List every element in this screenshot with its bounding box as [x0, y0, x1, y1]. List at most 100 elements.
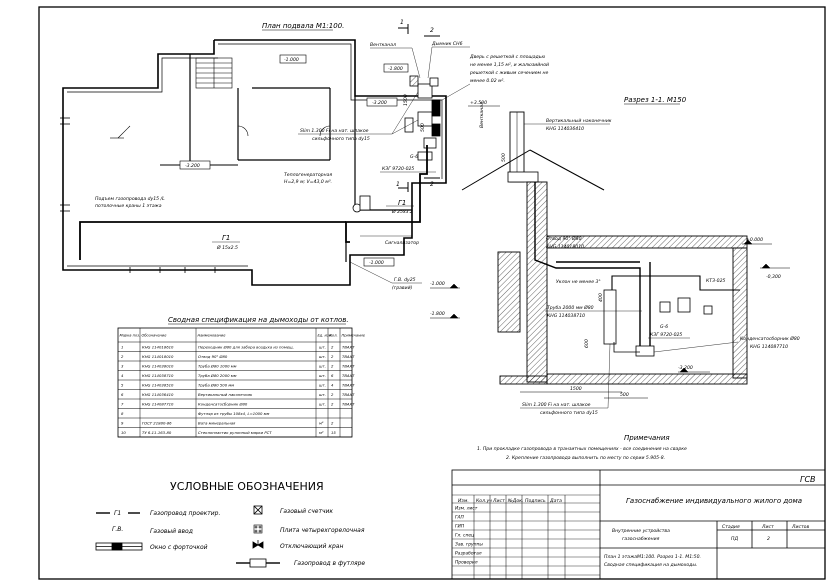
- spec-cell-1-5: ТВАХТ: [342, 354, 355, 359]
- titleblock-col-2: Лист: [492, 498, 505, 504]
- section-mark-3200: -3.200: [678, 365, 693, 371]
- plan-damper-label: Дымник СН6: [431, 41, 463, 47]
- spec-cell-3-1: КНG 114038710: [142, 373, 174, 378]
- spec-cell-9-1: ТУ 6-11-163-80: [142, 430, 172, 435]
- legend-window-text: Окно с форточкой: [150, 544, 208, 551]
- thermo-label-1: Теплогенераторная: [284, 172, 332, 178]
- spec-cell-1-0: 2: [121, 354, 124, 359]
- spec-cell-3-0: 4: [121, 373, 124, 378]
- legend-case-text: Газопровод в футляре: [294, 560, 365, 567]
- plan-mark-3200-b: -3.200: [185, 163, 200, 169]
- spec-cell-3-2: Труба Ø80 2000 мм: [198, 373, 237, 378]
- spec-cell-0-3: шт.: [319, 345, 326, 350]
- section-mark-0300: -0,300: [766, 274, 781, 280]
- sheet-frame: [38, 6, 826, 580]
- plan-mark-1000b: -1.000: [369, 260, 384, 266]
- spec-cell-2-2: Труба Ø80 1000 мм: [198, 364, 237, 369]
- spec-cell-1-3: шт.: [319, 354, 326, 359]
- section-title: Разрез 1-1. М150: [624, 96, 687, 104]
- titleblock-section-1: Внутренние устройства: [612, 528, 670, 534]
- spec-cell-8-4: 2: [331, 421, 334, 426]
- titleblock-role-1: ГАП: [455, 515, 464, 521]
- titleblock-sheet-header: Лист: [761, 524, 774, 530]
- spec-cell-2-0: 3: [121, 364, 124, 369]
- section-marker-2-bottom: 2: [430, 181, 434, 188]
- pipe2000-label-1: Труба 2000 мм Ø80: [547, 304, 594, 311]
- spec-cell-6-1: КНG 114087710: [142, 402, 174, 407]
- spec-cell-8-1: ГОСТ 21880-86: [142, 421, 172, 426]
- plan-dim-1500: 1500: [403, 94, 409, 106]
- title-block: ГСВ Газоснабжение индивидуального жилого…: [451, 469, 826, 580]
- spec-cell-2-5: ТВАХТ: [342, 364, 355, 369]
- g1-upper-label: Г1: [398, 199, 406, 207]
- plan-valve-label: G-6: [410, 154, 418, 160]
- spec-cell-8-2: Вата минеральная: [198, 421, 236, 426]
- spec-cell-3-5: ТВАХТ: [342, 373, 355, 378]
- spec-header-2: Наименование: [198, 334, 227, 338]
- plan-mark-1800: -1.800: [388, 66, 403, 72]
- titleblock-section-2: газоснабжения: [622, 536, 660, 542]
- spec-cell-6-4: 2: [331, 402, 334, 407]
- pipe-note-2: потолочные краны 1 этажа: [95, 203, 162, 209]
- spec-cell-7-0: 8: [121, 411, 124, 416]
- section-chimney-wall: [526, 181, 548, 383]
- titleblock-role-4: Зав. группы: [455, 542, 483, 548]
- legend-g1-text: Газопровод проектир.: [150, 510, 220, 517]
- spec-cell-5-4: 2: [331, 392, 334, 397]
- spec-header-5: Примечание: [342, 334, 366, 338]
- section-boiler-label-2: сильфонного типа dy15: [540, 410, 598, 416]
- spec-cell-4-2: Труба Ø80 500 мм: [198, 383, 234, 388]
- condensate-trap: [635, 345, 655, 357]
- section-dim-400: 400: [598, 293, 604, 302]
- section-boiler-label-1: Slim 1.300 Fi на нат. шлакое: [522, 402, 591, 408]
- spec-cell-7-2: Футляр из трубы 108х4, L=1000 мм: [198, 411, 270, 416]
- gas-inlet-label: Г.В. dy25: [394, 277, 416, 283]
- g1-lower-label: Г1: [222, 234, 230, 242]
- spec-cell-9-3: м²: [319, 430, 324, 435]
- section-mark-0000: ±0.000: [746, 237, 763, 243]
- titleblock-col-4: Подпись: [525, 498, 546, 504]
- titleblock-drawing-2: Сводная спецификация на дымоходы.: [604, 562, 697, 568]
- opening-note-3: решеткой с живым сечением не: [469, 70, 548, 76]
- gas-meter-icon: [253, 505, 263, 515]
- plan-mark-1000: -1.000: [284, 57, 299, 63]
- spec-cell-3-4: 6: [331, 373, 334, 378]
- section-1-1: Разрез 1-1. М150 +3.500 Вентканал Вертик…: [430, 96, 800, 461]
- note-2: 2. Крепление газопровода выполнить по ме…: [506, 455, 665, 461]
- spec-cell-5-5: ТВАХТ: [342, 392, 355, 397]
- vert-head-label-1: Вертикальный наконечник: [546, 118, 612, 124]
- g1-lower-diameter: Ø 15х2.5: [216, 244, 238, 251]
- signalizer-label: Сигнализатор: [385, 240, 419, 246]
- titleblock-sheet: 2: [767, 536, 770, 542]
- section-marker-1-bottom: 1: [396, 181, 400, 188]
- legend-stove-text: Плита четырехгорелочная: [280, 527, 365, 534]
- titleblock-drawing-1: План 1 этажаМ1:100. Разрез 1-1. М1:50.: [604, 554, 701, 560]
- spec-cell-2-3: шт.: [319, 364, 326, 369]
- spec-cell-0-2: Переходник Ø80 для забора воздуха из пом…: [198, 345, 294, 350]
- spec-header-1: Обозначение: [142, 334, 168, 338]
- spec-cell-6-5: ТВАХТ: [342, 402, 355, 407]
- titleblock-stage-header: Стадия: [722, 524, 740, 530]
- spec-cell-5-1: КНG 114036410: [142, 392, 174, 397]
- section-mark-3500: +3.500: [470, 100, 487, 106]
- titleblock-role-6: Проверил: [455, 560, 478, 566]
- spec-cell-2-4: 2: [331, 364, 334, 369]
- notes-title: Примечания: [624, 434, 670, 442]
- plan-dim-500: 500: [420, 123, 426, 132]
- spec-cell-1-4: 2: [331, 354, 334, 359]
- spec-table: Сводная спецификация на дымоходы от котл…: [117, 316, 366, 438]
- spec-cell-0-4: 2: [331, 345, 334, 350]
- legend-g1-symbol: Г1: [114, 510, 121, 517]
- titleblock-code: ГСВ: [800, 475, 816, 484]
- legend-gv-symbol: Г.В.: [112, 526, 123, 533]
- titleblock-col-3: №Док.: [507, 498, 523, 504]
- spec-cell-9-4: 15: [331, 430, 336, 435]
- titleblock-role-0: Изм. лист: [455, 506, 478, 512]
- section-marker-2-top: 2: [430, 27, 434, 34]
- titleblock-col-5: Дата: [549, 498, 562, 504]
- spec-cell-9-2: Стеклопластик рулонный марки РСТ: [198, 430, 272, 435]
- spec-cell-0-0: 1: [121, 345, 123, 350]
- spec-cell-1-1: КНG 114018010: [142, 354, 174, 359]
- spec-cell-4-4: 4: [331, 383, 334, 388]
